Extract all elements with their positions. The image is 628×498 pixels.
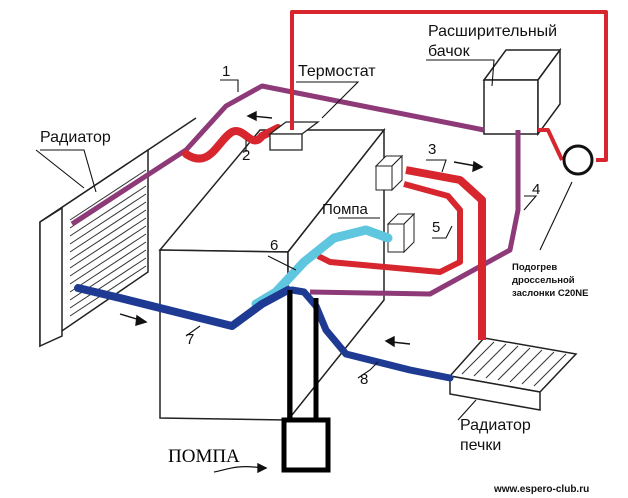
engine-block — [158, 127, 386, 423]
heater-radiator — [448, 337, 578, 411]
pump-label: Помпа — [322, 201, 369, 218]
pump-schematic — [281, 290, 331, 473]
heater-label-1: Радиатор — [460, 417, 531, 434]
hose-5-red — [316, 181, 463, 275]
throttle-label-2: дроссельной — [512, 275, 575, 286]
expansion-tank — [482, 47, 562, 137]
throttle-label-1: Подогрев — [512, 262, 557, 273]
arrow-icon — [257, 462, 268, 474]
expansion-tank-label-1: Расширительный — [428, 23, 557, 40]
outlet-connector — [374, 154, 404, 192]
hose-3-red — [405, 166, 486, 340]
radiator — [39, 117, 197, 348]
hose-8-blue — [288, 286, 454, 382]
hose-7-blue — [74, 284, 292, 330]
arrow-icon — [135, 314, 148, 326]
callout-5: 5 — [432, 219, 440, 236]
callout-2: 2 — [242, 147, 250, 164]
leader-lines — [35, 59, 573, 421]
heater-label-2: печки — [460, 437, 501, 454]
arrow-icon — [246, 110, 257, 122]
callout-1: 1 — [222, 63, 230, 80]
flow-arrows — [119, 110, 484, 474]
callout-4: 4 — [532, 181, 540, 198]
watermark: www.espero-club.ru — [493, 484, 589, 495]
hose-2-red — [182, 124, 282, 163]
pump-big-label: ПОМПА — [168, 446, 240, 467]
hose-4-purple — [309, 130, 521, 297]
hose-throttle-red — [290, 10, 608, 162]
callout-8: 8 — [360, 371, 368, 388]
expansion-tank-label-2: бачок — [428, 43, 471, 60]
arrow-icon — [384, 335, 395, 348]
callout-6: 6 — [270, 237, 278, 254]
pump-connector — [386, 212, 416, 254]
radiator-label: Радиатор — [40, 129, 111, 146]
callout-7: 7 — [186, 331, 194, 348]
throttle-label-3: заслонки C20NE — [512, 288, 588, 299]
hose-1-purple — [70, 83, 485, 227]
callout-3: 3 — [428, 141, 436, 158]
arrow-icon — [472, 160, 484, 173]
thermostat-label: Термостат — [298, 63, 376, 80]
throttle-heater-icon — [562, 144, 594, 176]
